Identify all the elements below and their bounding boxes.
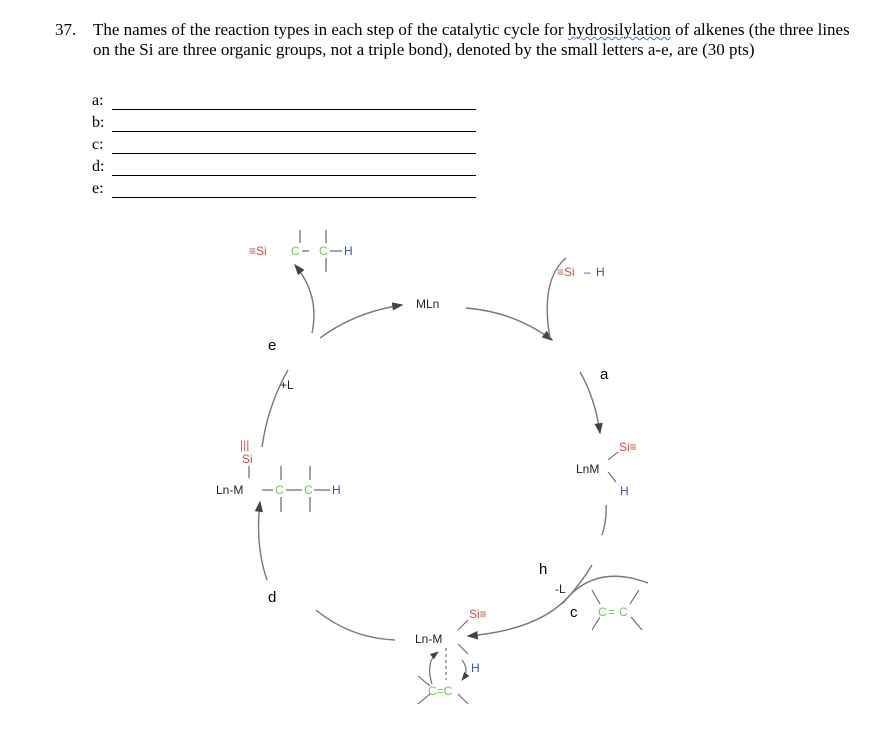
product-si: ≡Si [249, 244, 267, 258]
arrow-catalyst-to-a [465, 307, 554, 341]
alkene-c2: C [619, 605, 628, 619]
step-label-b: h [539, 561, 547, 578]
alkene-c1: C [598, 605, 607, 619]
answer-a: a: [92, 92, 476, 110]
pi-complex: Ln-M Si≡ H C=C [415, 607, 487, 705]
arrow-e-lower [261, 369, 289, 448]
catalyst-label: MLn [416, 297, 439, 311]
answer-e: e: [92, 180, 476, 198]
pi-alkene: C=C [428, 684, 453, 698]
question-number: 37. [55, 20, 77, 39]
answer-label: e: [92, 180, 104, 197]
answer-d: d: [92, 158, 476, 176]
ligand-loss-label: -L [555, 582, 566, 596]
product-c2: C [319, 244, 328, 258]
adduct-si: Si≡ [619, 440, 637, 454]
adduct-h: H [620, 484, 629, 498]
silane-h: H [596, 265, 605, 279]
alkyl-si: Si [242, 452, 253, 466]
alkyl-si-groups: ||| [240, 438, 249, 452]
pi-h: H [471, 661, 480, 675]
answer-blank[interactable] [112, 153, 476, 154]
alkene-molecule: C = C [591, 589, 643, 631]
cycle-arrows [254, 257, 649, 641]
arrow-a [579, 371, 603, 435]
answer-blank[interactable] [112, 109, 476, 110]
alkyl-c2: C [304, 483, 313, 497]
answer-label: d: [92, 158, 105, 175]
question-text-part: of alkenes (the three lines on the Si ar… [93, 20, 850, 59]
arrow-c [466, 575, 649, 640]
arrow-d-upper [254, 500, 268, 581]
answer-label: a: [92, 92, 104, 109]
product-h: H [344, 244, 353, 258]
silane-bond: – [584, 265, 591, 279]
product-c1: C [291, 244, 300, 258]
question-text: The names of the reaction types in each … [93, 20, 853, 60]
step-label-a: a [600, 366, 609, 383]
step-label-c: c [570, 604, 578, 621]
product-molecule: ≡Si C C H [249, 230, 353, 272]
answer-label: c: [92, 136, 104, 153]
alkene-double-bond: = [608, 605, 615, 619]
oxidative-adduct: LnM Si≡ H [576, 440, 637, 498]
answer-c: c: [92, 136, 476, 154]
spellcheck-word[interactable]: hydrosilylation [567, 20, 671, 39]
silane-molecule: ≡Si – H [557, 265, 605, 279]
arrow-b-upper [601, 504, 607, 536]
pi-si: Si≡ [469, 607, 487, 621]
silane-si: ≡Si [557, 265, 575, 279]
answer-blank[interactable] [112, 197, 476, 198]
alkyl-c1: C [275, 483, 284, 497]
adduct-lnm: LnM [576, 462, 599, 476]
alkyl-complex: ||| Si Ln-M C C H [216, 438, 341, 512]
arrow-e-to-catalyst [319, 302, 404, 339]
ligand-gain-label: +L [280, 378, 294, 392]
arrow-silane-in [546, 257, 567, 339]
answer-b: b: [92, 114, 476, 132]
arrow-e-upper [294, 263, 315, 334]
step-label-e: e [268, 337, 276, 354]
answer-blank[interactable] [112, 175, 476, 176]
question-text-part: The names of the reaction types in each … [93, 20, 568, 39]
pi-lnm: Ln-M [415, 632, 442, 646]
answer-blank[interactable] [112, 131, 476, 132]
alkyl-h: H [332, 483, 341, 497]
arrow-d-lower [315, 609, 396, 641]
alkyl-lnm: Ln-M [216, 483, 243, 497]
answer-label: b: [92, 114, 105, 131]
step-label-d: d [268, 589, 276, 606]
